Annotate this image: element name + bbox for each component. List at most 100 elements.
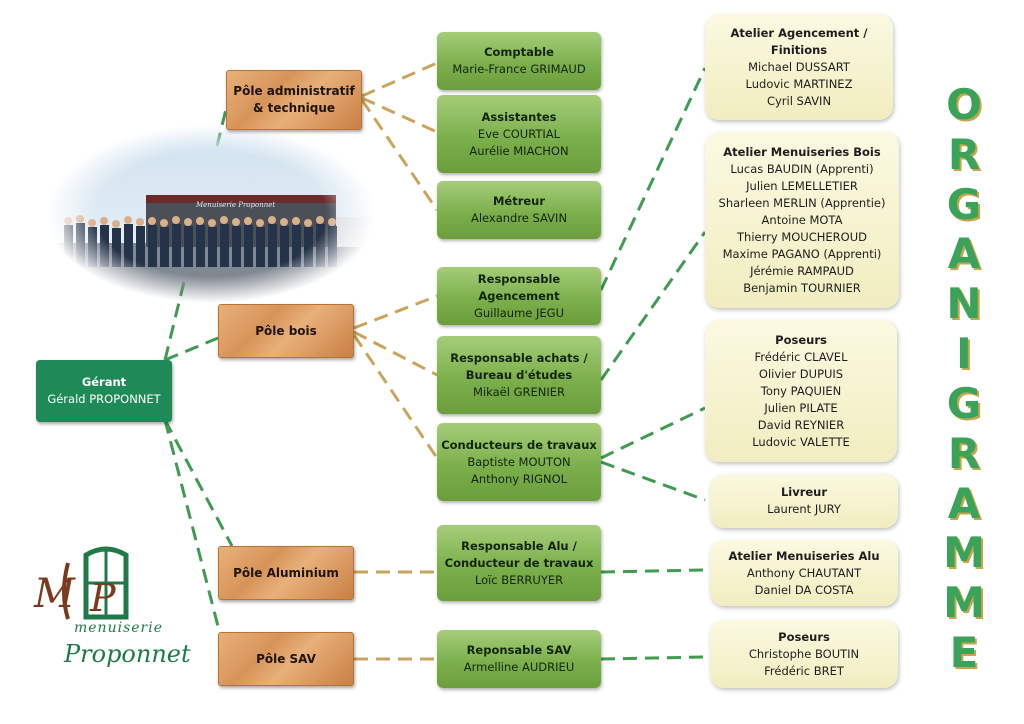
title-letter: I	[956, 329, 972, 379]
connector-alu-atelier	[600, 568, 706, 574]
mid-name: Alexandre SAVIN	[470, 211, 568, 225]
root-gerant[interactable]: Gérant Gérald PROPONNET	[36, 360, 172, 422]
team-member: Olivier DUPUIS	[758, 366, 844, 381]
root-name: Gérald PROPONNET	[47, 392, 161, 406]
connector-root-bois	[164, 336, 219, 362]
team-member: Laurent JURY	[767, 502, 841, 516]
team-member: Lucas BAUDIN (Apprenti)	[730, 161, 874, 176]
title-letter: N	[946, 279, 982, 329]
connector-bois-agencement	[353, 294, 438, 330]
team-member: Julien PILATE	[764, 400, 838, 415]
root-title: Gérant	[81, 375, 127, 389]
title-letter: G	[946, 378, 982, 428]
team-member: Julien LEMELLETIER	[746, 178, 858, 193]
pole-label-line: & technique	[252, 101, 336, 115]
connector-sav-poseurs	[600, 655, 706, 661]
mid-name: Loïc BERRUYER	[474, 572, 564, 587]
mid-name: Eve COURTIAL	[477, 126, 561, 141]
connector-achats-atelier-bois	[599, 231, 707, 381]
team-member: Benjamin TOURNIER	[743, 280, 861, 295]
mid-title: Assistantes	[481, 109, 557, 124]
connector-admin-metreur	[360, 99, 439, 211]
team-member: Sharleen MERLIN (Apprentie)	[718, 195, 886, 210]
connector-bois-achats	[353, 330, 438, 377]
mid-title: Responsable Alu /	[461, 538, 577, 553]
team-livreur[interactable]: Livreur Laurent JURY	[710, 474, 898, 528]
team-member: Michael DUSSART	[748, 59, 850, 74]
connector-conducteurs-livreur	[600, 460, 706, 502]
mid-name: Aurélie MIACHON	[469, 143, 569, 158]
team-member: Frédéric CLAVEL	[754, 349, 848, 364]
team-member: Antoine MOTA	[761, 212, 843, 227]
team-member: Jérémie RAMPAUD	[750, 263, 854, 278]
team-poseurs-bois[interactable]: Poseurs Frédéric CLAVEL Olivier DUPUIS T…	[705, 320, 897, 462]
mid-name: Marie-France GRIMAUD	[452, 62, 586, 76]
mid-responsable-alu[interactable]: Responsable Alu / Conducteur de travaux …	[437, 525, 601, 601]
connector-bois-conducteurs	[352, 334, 439, 459]
connector-agencement-atelier	[599, 67, 707, 291]
connector-root-sav	[163, 419, 222, 635]
pole-aluminium[interactable]: Pôle Aluminium	[218, 546, 354, 600]
title-letter: O	[946, 80, 982, 129]
mid-title: Bureau d'études	[465, 367, 573, 382]
mid-comptable[interactable]: Comptable Marie-France GRIMAUD	[437, 32, 601, 90]
mid-name: Mikaël GRENIER	[473, 384, 565, 399]
team-member: Anthony CHAUTANT	[746, 565, 862, 580]
title-letter: G	[946, 179, 982, 229]
pole-sav[interactable]: Pôle SAV	[218, 632, 354, 686]
mid-name: Baptiste MOUTON	[467, 454, 571, 469]
title-letter: A	[947, 229, 981, 279]
team-title: Atelier Agencement /	[730, 25, 868, 40]
team-poseurs-sav[interactable]: Poseurs Christophe BOUTIN Frédéric BRET	[710, 620, 898, 688]
connector-admin-assistantes	[361, 96, 438, 134]
team-member: Ludovic VALETTE	[752, 434, 850, 449]
connector-root-alu	[163, 419, 234, 547]
mid-responsable-achats[interactable]: Responsable achats / Bureau d'études Mik…	[437, 336, 601, 414]
team-atelier-menuiseries-bois[interactable]: Atelier Menuiseries Bois Lucas BAUDIN (A…	[705, 132, 899, 308]
team-title: Finitions	[770, 42, 828, 57]
connector-conducteurs-poseurs	[600, 406, 706, 460]
team-atelier-menuiseries-alu[interactable]: Atelier Menuiseries Alu Anthony CHAUTANT…	[710, 540, 898, 606]
mid-name: Guillaume JEGU	[473, 305, 565, 320]
company-logo: M P	[33, 546, 129, 620]
team-member: Thierry MOUCHEROUD	[737, 229, 867, 244]
title-letter: M	[943, 528, 985, 578]
mid-title: Comptable	[484, 45, 554, 59]
pole-label-line: Pôle Aluminium	[233, 565, 339, 580]
team-member: Daniel DA COSTA	[754, 582, 854, 597]
logo-text-proponnet: Proponnet	[64, 640, 191, 668]
team-photo: Menuiserie Proponnet	[46, 125, 376, 303]
title-letter: M	[943, 578, 985, 628]
title-letter: E	[949, 627, 979, 677]
mid-title: Conducteur de travaux	[444, 555, 594, 570]
mid-title: Responsable achats /	[450, 350, 588, 365]
pole-label-line: Pôle bois	[255, 323, 317, 338]
team-atelier-agencement[interactable]: Atelier Agencement / Finitions Michael D…	[705, 14, 893, 120]
title-letter: R	[947, 129, 981, 179]
team-member: Maxime PAGANO (Apprenti)	[722, 246, 882, 261]
title-letter: A	[947, 478, 981, 528]
pole-administratif[interactable]: Pôle administratif & technique	[226, 70, 362, 130]
mid-title: Reponsable SAV	[466, 643, 572, 657]
mid-name: Armelline AUDRIEU	[463, 660, 575, 674]
team-member: Cyril SAVIN	[766, 93, 832, 108]
team-title: Atelier Menuiseries Alu	[728, 548, 880, 563]
mid-assistantes[interactable]: Assistantes Eve COURTIAL Aurélie MIACHON	[437, 95, 601, 173]
team-title: Atelier Menuiseries Bois	[723, 144, 881, 159]
team-member: Tony PAQUIEN	[760, 383, 842, 398]
team-member: Ludovic MARTINEZ	[745, 76, 853, 91]
team-title: Poseurs	[778, 629, 830, 644]
mid-responsable-sav[interactable]: Reponsable SAV Armelline AUDRIEU	[437, 630, 601, 688]
pole-label-line: Pôle administratif	[233, 84, 355, 98]
pole-bois[interactable]: Pôle bois	[218, 304, 354, 358]
mid-conducteurs-travaux[interactable]: Conducteurs de travaux Baptiste MOUTON A…	[437, 423, 601, 501]
connector-admin-comptable	[361, 61, 438, 98]
title-letter: R	[947, 428, 981, 478]
svg-text:M: M	[33, 571, 76, 617]
mid-name: Anthony RIGNOL	[470, 471, 568, 486]
mid-responsable-agencement[interactable]: Responsable Agencement Guillaume JEGU	[437, 267, 601, 325]
team-member: David REYNIER	[757, 417, 845, 432]
mid-metreur[interactable]: Métreur Alexandre SAVIN	[437, 181, 601, 239]
organigramme-title: O R G A N I G R A M M E	[926, 84, 1002, 674]
